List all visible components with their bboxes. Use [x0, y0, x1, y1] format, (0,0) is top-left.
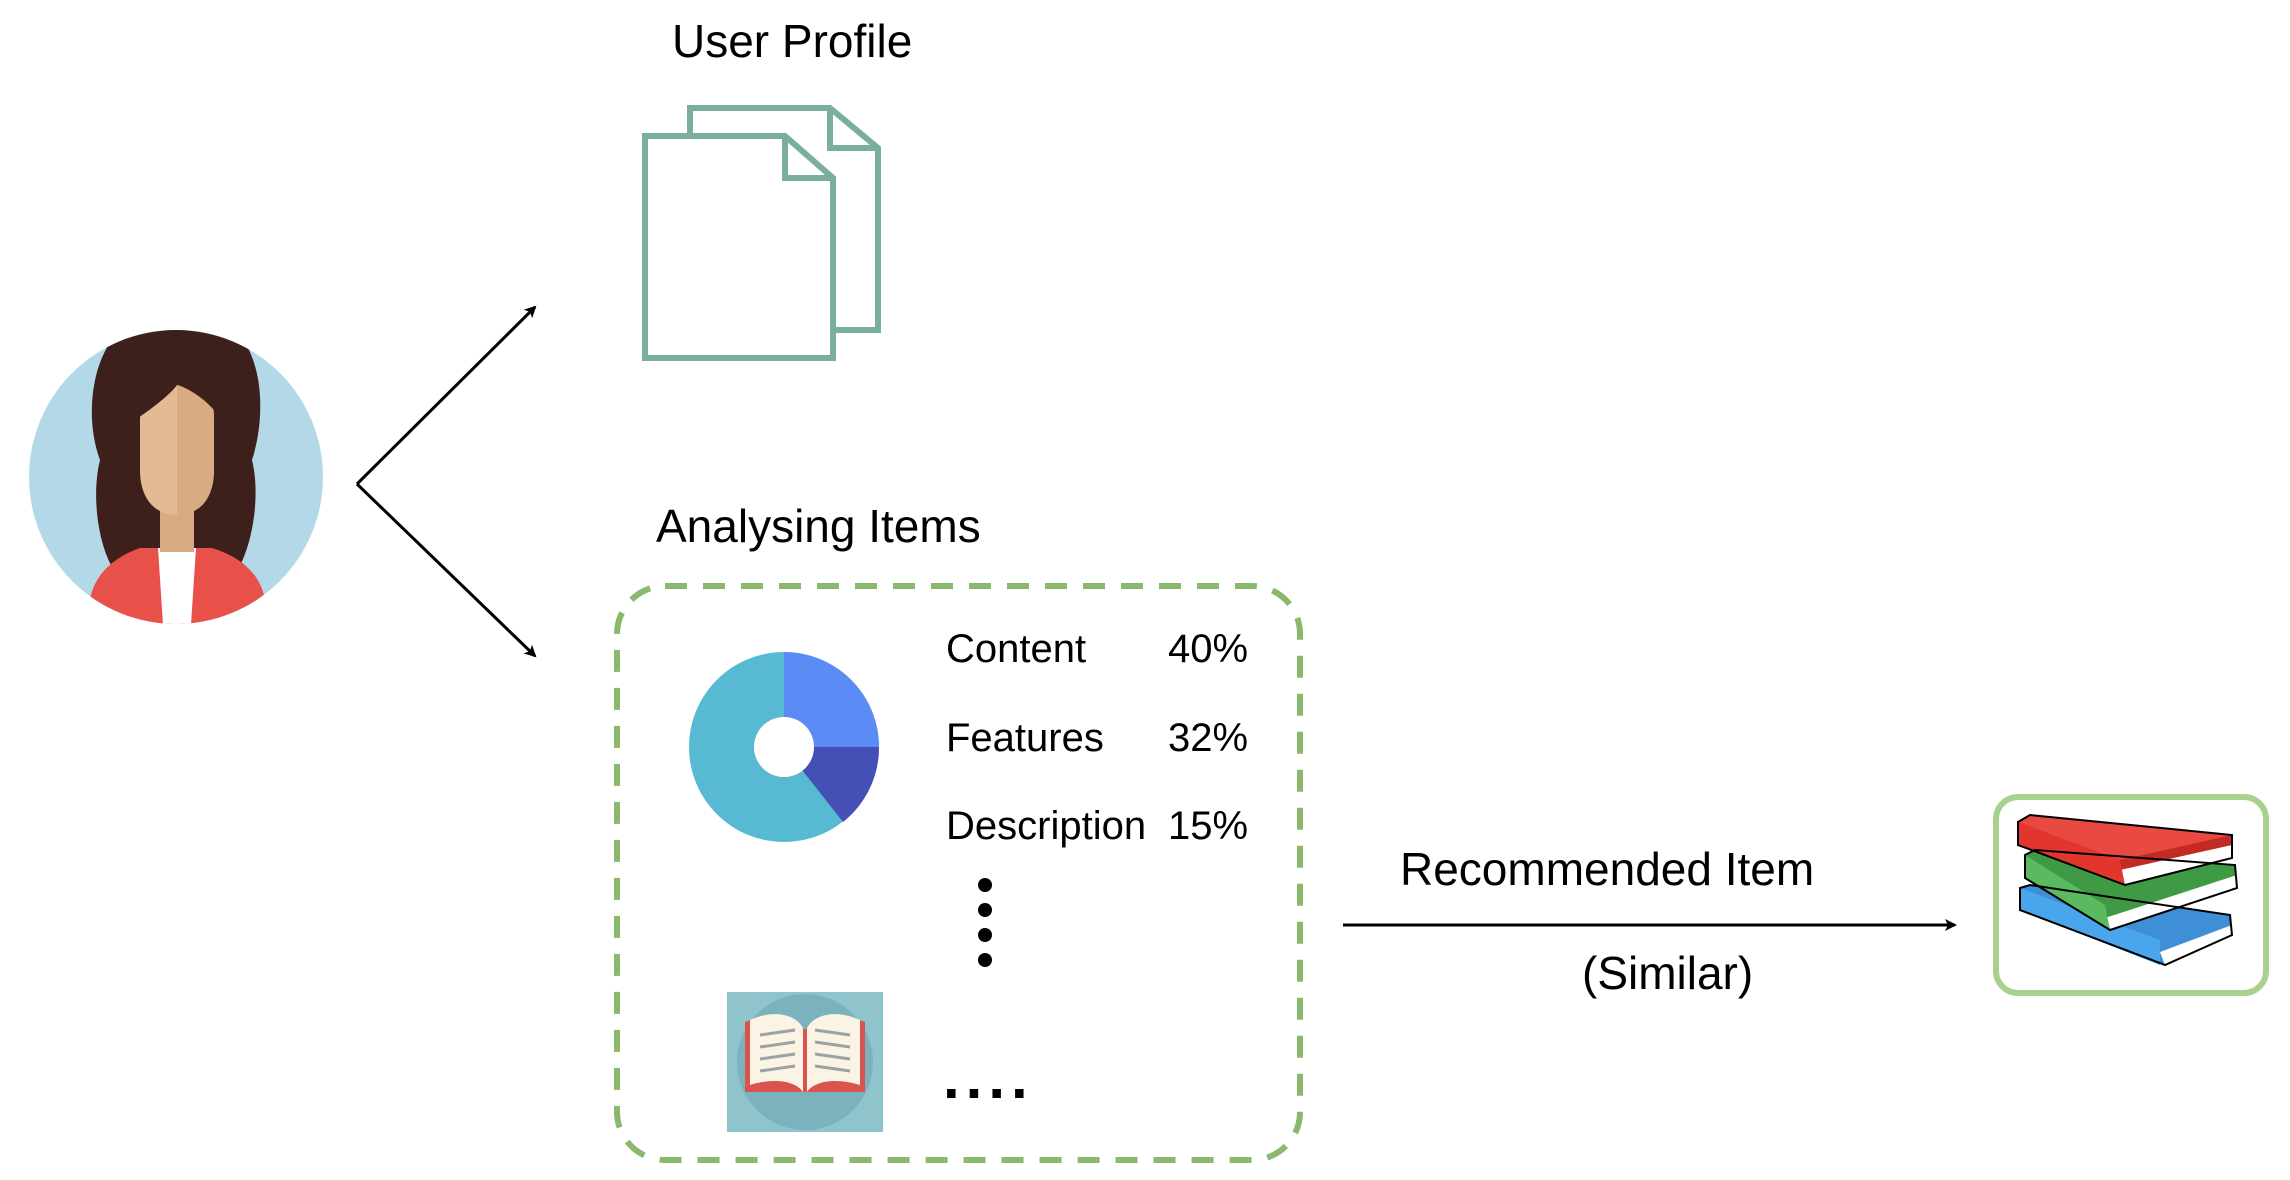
factor-name: Content	[946, 627, 1087, 671]
factor-percent: 15%	[1168, 804, 1249, 848]
user-avatar-icon	[29, 330, 323, 624]
analysing-items-label: Analysing Items	[656, 500, 981, 552]
user-profile-label: User Profile	[672, 15, 913, 67]
recommended-item-label: Recommended Item	[1400, 843, 1815, 895]
factor-percent: 32%	[1168, 716, 1249, 760]
open-book-icon	[727, 992, 883, 1132]
factor-name: Description	[946, 804, 1147, 848]
factor-percent: 40%	[1168, 627, 1249, 671]
arrow-to-analysis	[355, 482, 537, 658]
vertical-ellipsis	[978, 878, 992, 967]
arrow-to-profile	[355, 305, 537, 486]
book-stack-icon	[2017, 813, 2239, 967]
documents-icon	[642, 105, 881, 361]
more-items-ellipsis: ....	[943, 1044, 1034, 1111]
pie-chart-icon	[689, 652, 880, 842]
factor-name: Features	[946, 716, 1104, 760]
similar-label: (Similar)	[1582, 947, 1754, 999]
